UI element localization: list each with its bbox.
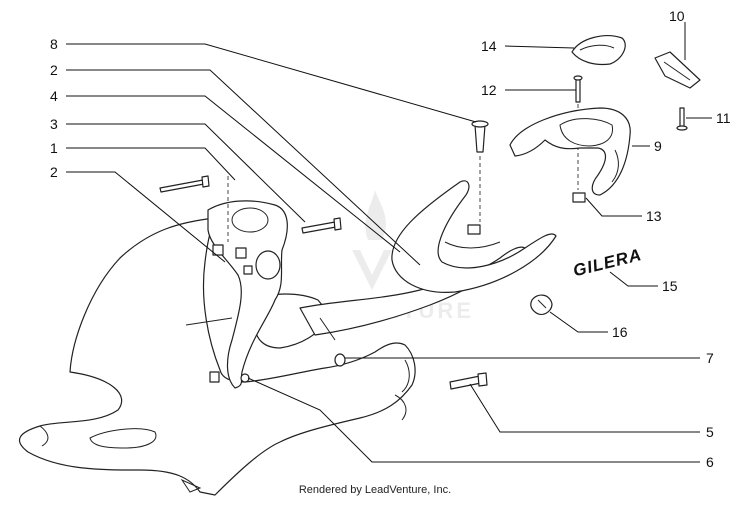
bracket-part-10 <box>654 51 701 89</box>
callout-10: 10 <box>669 8 685 24</box>
render-credit: Rendered by LeadVenture, Inc. <box>298 484 452 496</box>
clip-part-16 <box>530 294 553 316</box>
fasteners <box>159 75 688 390</box>
gilera-decal: GILERA <box>571 245 644 280</box>
callout-2b: 2 <box>50 164 58 180</box>
front-leg-shield <box>18 217 416 496</box>
rear-grab-rail <box>509 107 631 196</box>
callout-labels: 8 2 4 3 1 2 14 12 10 11 9 13 15 16 7 5 6 <box>50 8 731 470</box>
callout-5: 5 <box>706 424 714 440</box>
decal-text: GILERA <box>571 245 644 280</box>
callout-4: 4 <box>50 88 58 104</box>
callout-16: 16 <box>612 324 628 340</box>
callout-13: 13 <box>646 208 662 224</box>
callout-6: 6 <box>706 454 714 470</box>
rear-arch <box>391 180 557 293</box>
dashboard-cover <box>207 200 288 389</box>
leader-lines <box>66 22 712 463</box>
callout-12: 12 <box>481 82 497 98</box>
cover-part-14 <box>571 35 626 66</box>
callout-9: 9 <box>654 138 662 154</box>
callout-8: 8 <box>50 36 58 52</box>
callout-1: 1 <box>50 140 58 156</box>
center-tunnel <box>254 246 526 349</box>
callout-15: 15 <box>662 278 678 294</box>
callout-11: 11 <box>716 110 731 126</box>
callout-2: 2 <box>50 62 58 78</box>
callout-14: 14 <box>481 38 497 54</box>
callout-3: 3 <box>50 116 58 132</box>
callout-7: 7 <box>706 350 714 366</box>
